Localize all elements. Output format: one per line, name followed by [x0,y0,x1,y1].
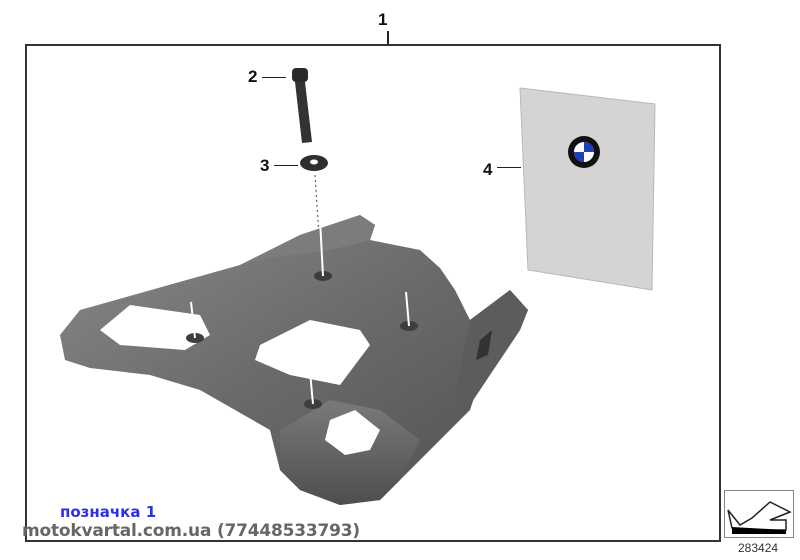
view-direction-arrow-icon [727,501,792,534]
overlay-label: позначка 1 [60,503,157,521]
callout-3-leader [274,165,298,166]
callout-3[interactable]: 3 [260,156,270,175]
callout-4-leader [497,167,521,168]
bmw-instruction-sheet[interactable] [519,87,656,291]
view-direction-box [724,490,794,538]
callout-1[interactable]: 1 [378,10,388,29]
watermark-text: motokvartal.com.ua (77448533793) [22,521,360,541]
luggage-rack-carrier-plate[interactable] [60,199,528,505]
callout-2-leader [262,77,286,78]
callout-4[interactable]: 4 [483,160,493,179]
cap-screw[interactable] [292,68,312,143]
washer[interactable] [300,155,328,171]
reference-number: 283424 [738,541,779,555]
callout-2[interactable]: 2 [248,67,258,86]
diagram-frame [25,44,721,542]
callout-1-leader [387,31,389,45]
bmw-logo-icon [568,136,600,168]
